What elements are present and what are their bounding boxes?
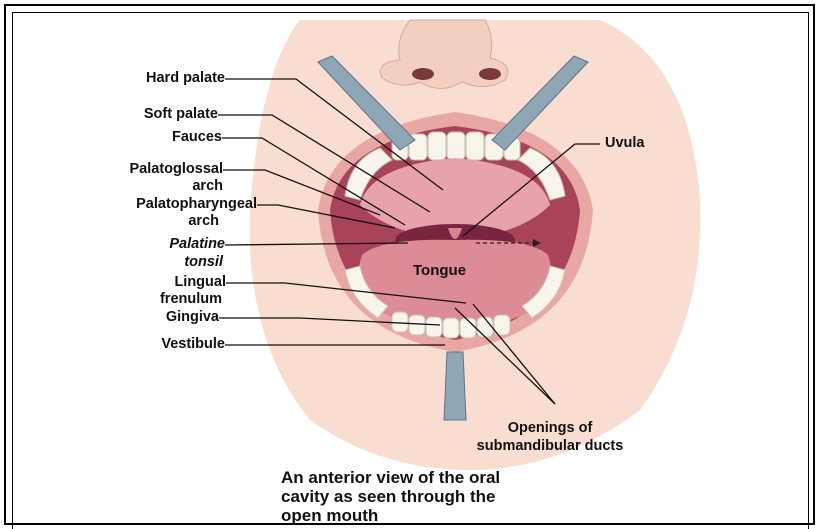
label-tongue: Tongue [413, 262, 466, 279]
label-fauces: Fauces [80, 129, 222, 146]
label-lingual-frenulum: frenulum [60, 291, 222, 308]
label-lingual: Lingual [60, 274, 226, 291]
label-palatoglossal: Palatoglossal [40, 161, 223, 178]
caption-line-3: open mouth [281, 506, 500, 525]
label-gingiva: Gingiva [60, 309, 219, 326]
label-hard-palate: Hard palate [80, 70, 225, 87]
label-uvula: Uvula [605, 135, 645, 152]
label-palatopharyngeal: Palatopharyngeal [20, 196, 257, 213]
left-nostril [412, 68, 434, 80]
caption-line-2: cavity as seen through the [281, 487, 500, 506]
label-vestibule: Vestibule [60, 336, 225, 353]
figure-caption: An anterior view of the oral cavity as s… [281, 468, 500, 525]
ducts-line-1: Openings of [410, 419, 690, 437]
label-soft-palate: Soft palate [80, 106, 218, 123]
ducts-line-2: submandibular ducts [410, 437, 690, 455]
right-nostril [479, 68, 501, 80]
label-palatoglossal-arch: arch [40, 178, 223, 195]
label-palatopharyngeal-arch: arch [20, 213, 219, 230]
caption-line-1: An anterior view of the oral [281, 468, 500, 487]
label-palatine-tonsil: tonsil [60, 254, 223, 271]
label-palatine: Palatine [60, 236, 225, 253]
label-submandibular-ducts: Openings of submandibular ducts [410, 419, 690, 455]
